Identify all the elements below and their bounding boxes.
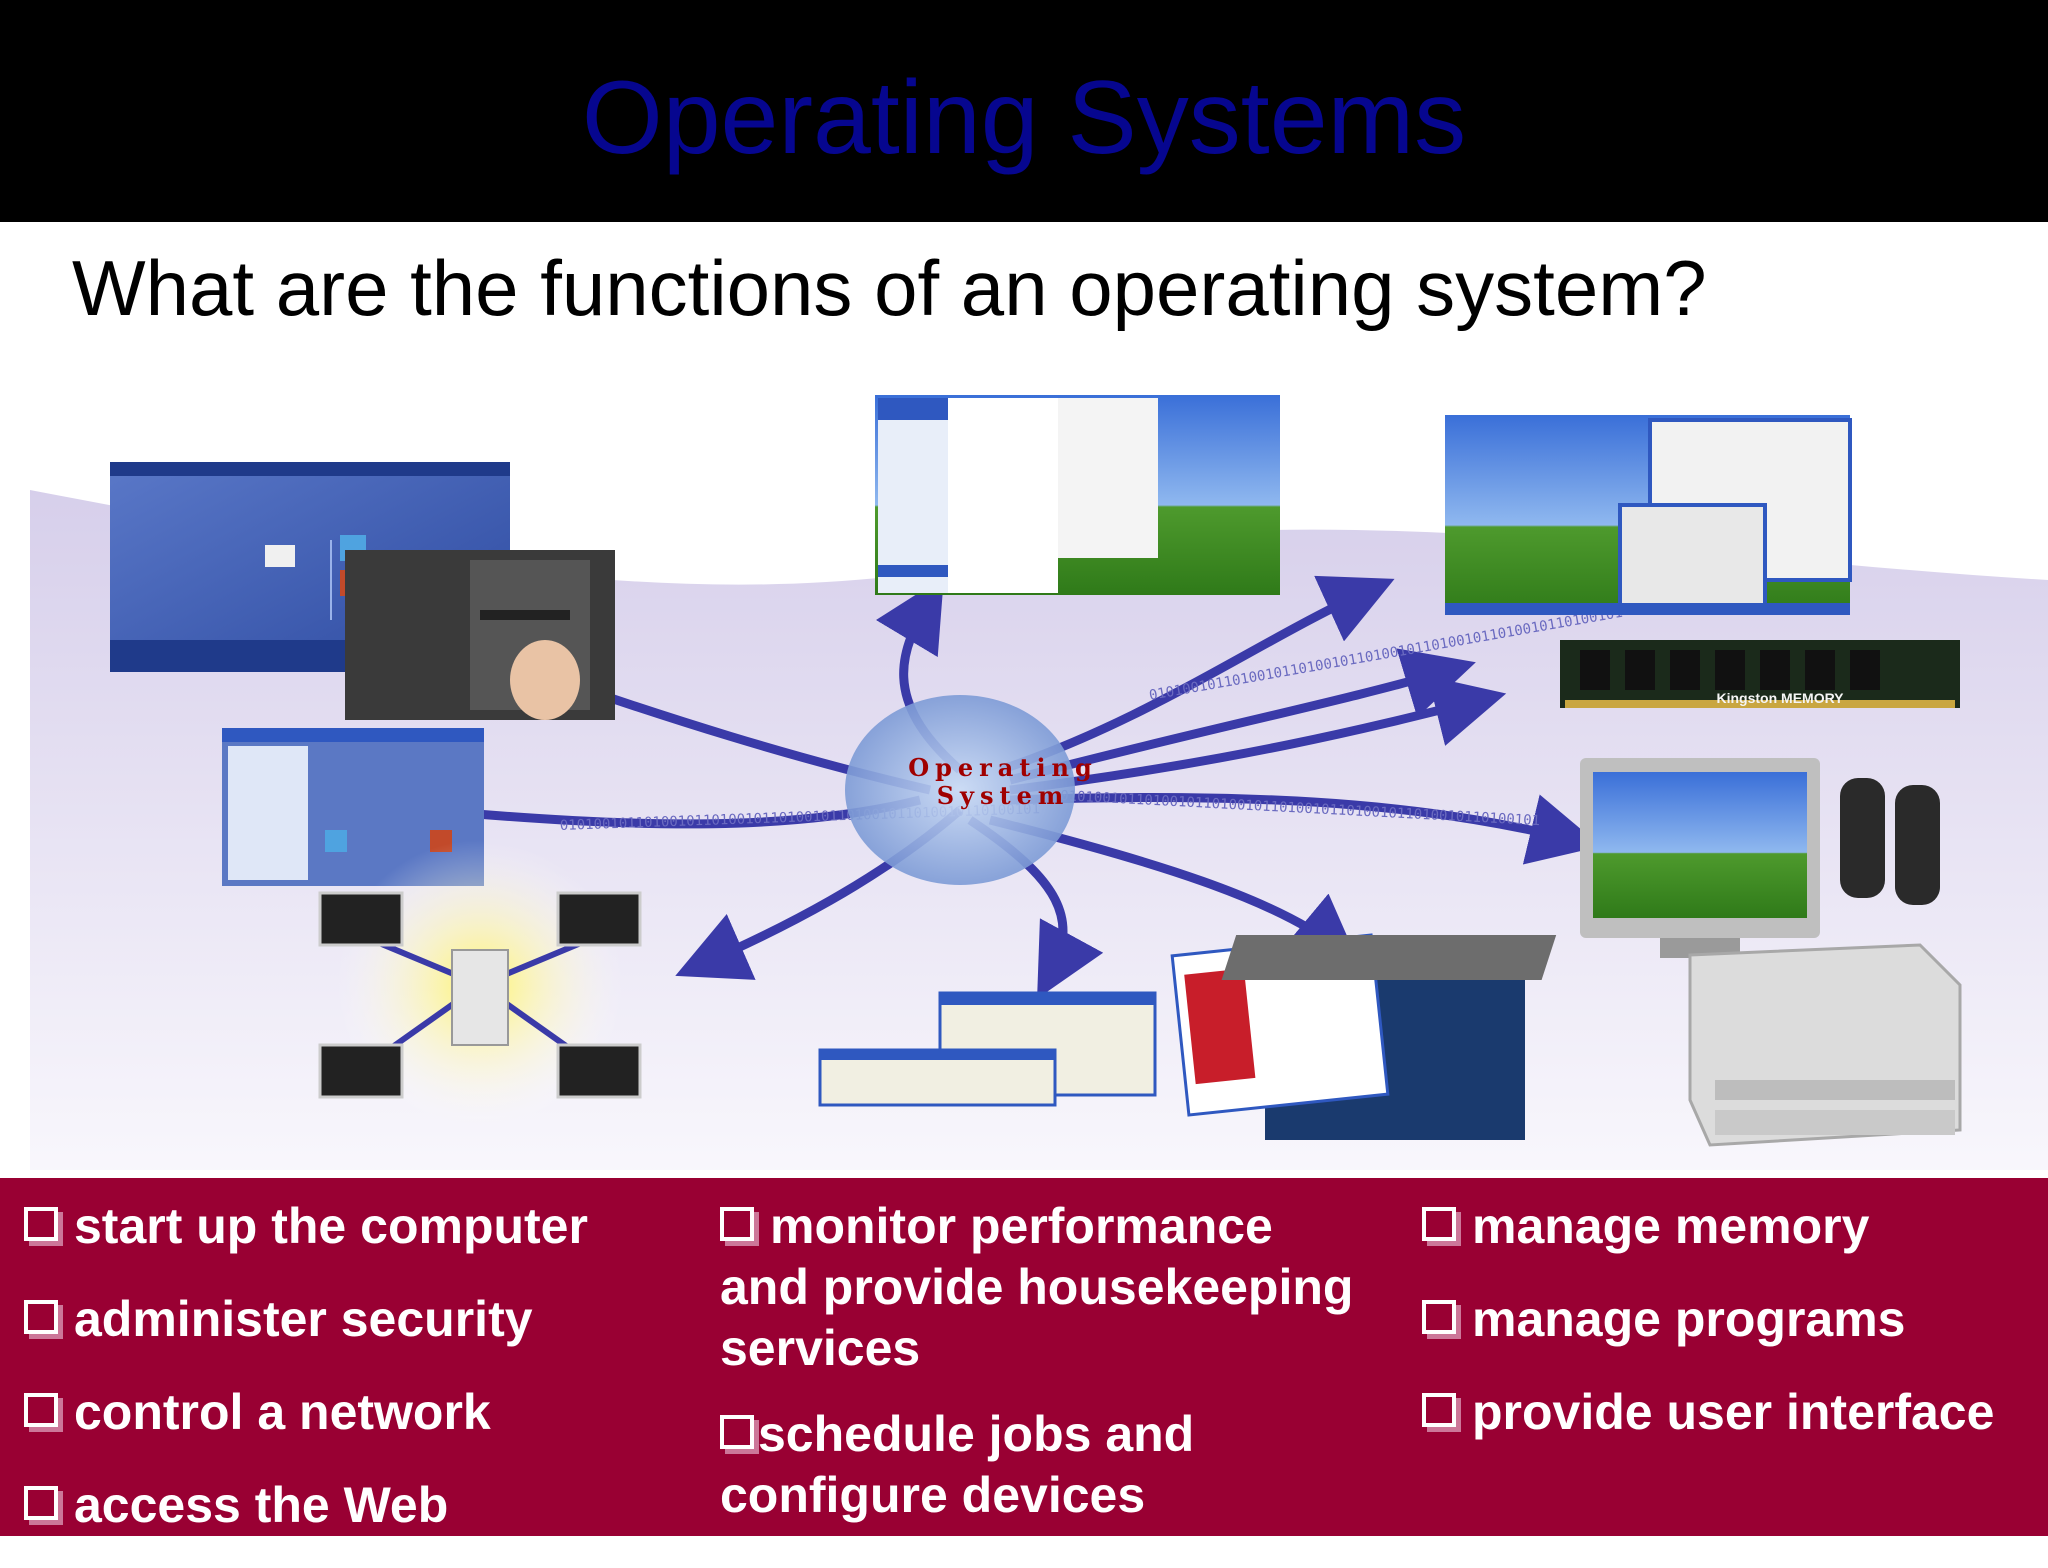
function-item-continued: configure devices — [720, 1467, 1146, 1523]
slide-question: What are the functions of an operating s… — [72, 244, 1707, 332]
function-item: monitor performance — [720, 1196, 1353, 1257]
function-item-continued: services — [720, 1320, 921, 1376]
checkbox-icon — [24, 1486, 58, 1520]
checkbox-icon — [24, 1300, 58, 1334]
os-hub — [845, 695, 1075, 885]
function-item: schedule jobs and — [720, 1404, 1353, 1465]
function-item: control a network — [24, 1382, 588, 1443]
os-diagram: 0101001011010010110100101101001011010010… — [30, 395, 2048, 1170]
network-image — [318, 840, 642, 1130]
function-item: access the Web — [24, 1475, 588, 1536]
checkbox-icon — [24, 1207, 58, 1241]
memory-module-image: Kingston MEMORY — [1560, 640, 1960, 708]
hub-label-line1: Operating — [908, 753, 1098, 782]
hub-label-line2: System — [937, 781, 1070, 810]
checkbox-icon — [720, 1415, 754, 1449]
function-item-continued: and provide housekeeping — [720, 1259, 1354, 1315]
function-item: manage memory — [1422, 1196, 1994, 1257]
dialog-windows-image — [818, 991, 1157, 1107]
function-item: manage programs — [1422, 1289, 1994, 1350]
slide-title: Operating Systems — [581, 60, 1467, 176]
svg-text:Kingston MEMORY: Kingston MEMORY — [1716, 690, 1844, 706]
header-bar — [0, 0, 2048, 222]
functions-column-1: start up the computer administer securit… — [24, 1196, 588, 1568]
function-item: administer security — [24, 1289, 588, 1350]
printer-image — [1688, 943, 1962, 1147]
checkbox-icon — [24, 1393, 58, 1427]
functions-column-2: monitor performance and provide housekee… — [720, 1196, 1353, 1526]
start-menu-image — [875, 395, 1280, 595]
checkbox-icon — [1422, 1300, 1456, 1334]
desktop-programs-image — [1445, 415, 1852, 615]
function-item: provide user interface — [1422, 1382, 1994, 1443]
checkbox-icon — [1422, 1207, 1456, 1241]
functions-column-3: manage memory manage programs provide us… — [1422, 1196, 1994, 1475]
checkbox-icon — [720, 1207, 754, 1241]
tower-power-image — [345, 550, 615, 720]
functions-panel: start up the computer administer securit… — [0, 1178, 2048, 1536]
function-item: start up the computer — [24, 1196, 588, 1257]
checkbox-icon — [1422, 1393, 1456, 1427]
